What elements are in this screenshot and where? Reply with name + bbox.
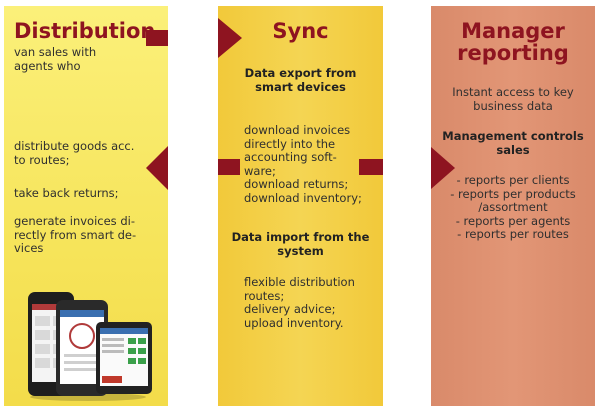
manager-title: Manager reporting [457, 19, 569, 65]
sync-import-list: flexible distribution routes; delivery a… [244, 275, 355, 330]
smartphone-illustration [28, 292, 152, 401]
distribution-panel: Distribution van sales with agents who d… [4, 6, 168, 406]
connector-square-sync-right [359, 159, 383, 175]
manager-reporting-panel: Manager reporting Instant access to key … [431, 6, 595, 406]
distribution-title: Distribution [14, 19, 156, 43]
distribution-returns-text: take back returns; [14, 186, 119, 200]
sync-export-heading: Data export from smart devices [244, 66, 357, 94]
arrow-left-icon [146, 146, 168, 190]
connector-square-sync-left [218, 159, 240, 175]
connector-square-top [146, 30, 168, 46]
arrow-right-icon-bottom [431, 147, 455, 189]
manager-controls-heading: Management controls sales [442, 129, 584, 157]
manager-reports-list: - reports per clients - reports per prod… [450, 173, 576, 241]
distribution-routes-text: distribute goods acc. to routes; [14, 139, 135, 167]
sync-title: Sync [272, 19, 329, 43]
arrow-right-icon-top [218, 18, 242, 58]
sync-export-list: download invoices directly into the acco… [244, 123, 362, 205]
distribution-intro: van sales with agents who [14, 45, 97, 73]
manager-access-text: Instant access to key business data [452, 85, 574, 113]
distribution-invoices-text: generate invoices di- rectly from smart … [14, 214, 137, 255]
sync-panel: Sync Data export from smart devices down… [218, 6, 383, 406]
sync-import-heading: Data import from the system [231, 230, 370, 258]
